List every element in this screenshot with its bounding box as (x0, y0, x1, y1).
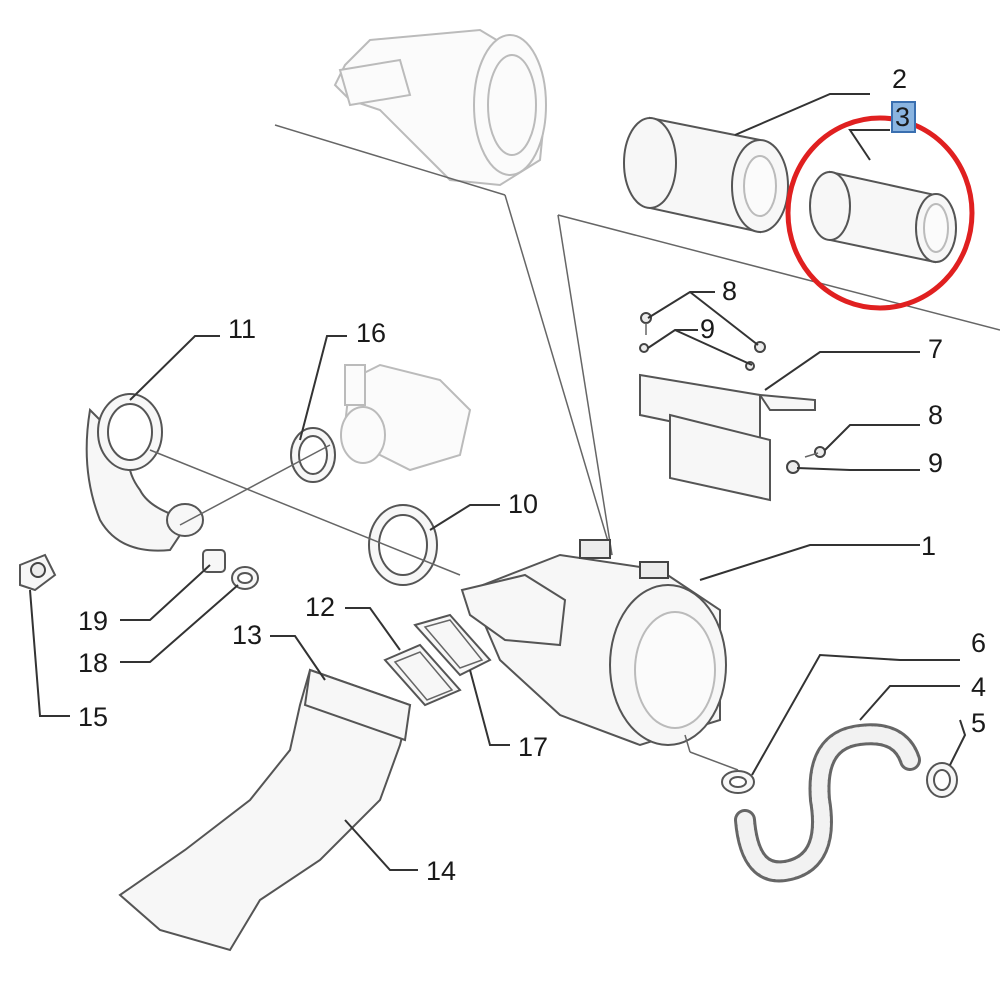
callout-10[interactable]: 10 (508, 489, 538, 519)
flexible-hose[interactable] (734, 723, 921, 883)
callout-9-side[interactable]: 9 (928, 448, 943, 478)
callout-19[interactable]: 19 (78, 606, 108, 636)
callout-11[interactable]: 11 (228, 314, 256, 344)
highlight-circle (785, 115, 975, 311)
selected-callout-badge (891, 101, 916, 133)
callout-5[interactable]: 5 (971, 708, 986, 738)
callout-15[interactable]: 15 (78, 702, 108, 732)
callout-6[interactable]: 6 (971, 628, 986, 658)
hose-clamp-small[interactable] (290, 427, 336, 483)
callout-8-side[interactable]: 8 (928, 400, 943, 430)
inner-safety-filter[interactable] (809, 170, 957, 264)
turbocharger-ghost (340, 363, 472, 472)
callout-14[interactable]: 14 (426, 856, 456, 886)
reference-line (179, 444, 331, 526)
callout-13[interactable]: 13 (232, 620, 262, 650)
hose-clamp-large[interactable] (368, 504, 438, 586)
callout-4[interactable]: 4 (971, 672, 986, 702)
pressure-sensor[interactable] (19, 553, 57, 592)
mounting-bracket[interactable] (639, 373, 816, 502)
reference-line (557, 214, 613, 556)
screw-set[interactable] (639, 312, 826, 474)
gasket-large[interactable] (383, 643, 462, 707)
callout-1[interactable]: 1 (921, 531, 936, 561)
gasket-small[interactable] (413, 613, 492, 677)
reference-line (689, 751, 739, 771)
callout-2[interactable]: 2 (892, 64, 907, 94)
outer-filter-element[interactable] (623, 116, 789, 234)
reference-line (504, 194, 613, 556)
callout-17[interactable]: 17 (518, 732, 548, 762)
callout-3[interactable]: 3 (895, 102, 910, 132)
reference-line (684, 734, 691, 753)
callout-18[interactable]: 18 (78, 648, 108, 678)
drain-valve[interactable] (721, 770, 755, 794)
reference-line (149, 449, 461, 576)
callout-9-top[interactable]: 9 (700, 314, 715, 344)
hose-clamp-drain[interactable] (926, 762, 958, 798)
intake-elbow[interactable] (85, 393, 204, 552)
intake-duct[interactable] (118, 668, 412, 952)
callout-8-top[interactable]: 8 (722, 276, 737, 306)
small-clamp[interactable] (231, 566, 259, 590)
reference-line (557, 214, 1000, 331)
reference-line (274, 124, 506, 196)
ghost-housing-assembly (333, 28, 547, 187)
callout-7[interactable]: 7 (928, 334, 943, 364)
leader-lines (29, 93, 967, 871)
callout-12[interactable]: 12 (305, 592, 335, 622)
air-filter-housing[interactable] (460, 539, 727, 747)
callout-16[interactable]: 16 (356, 318, 386, 348)
